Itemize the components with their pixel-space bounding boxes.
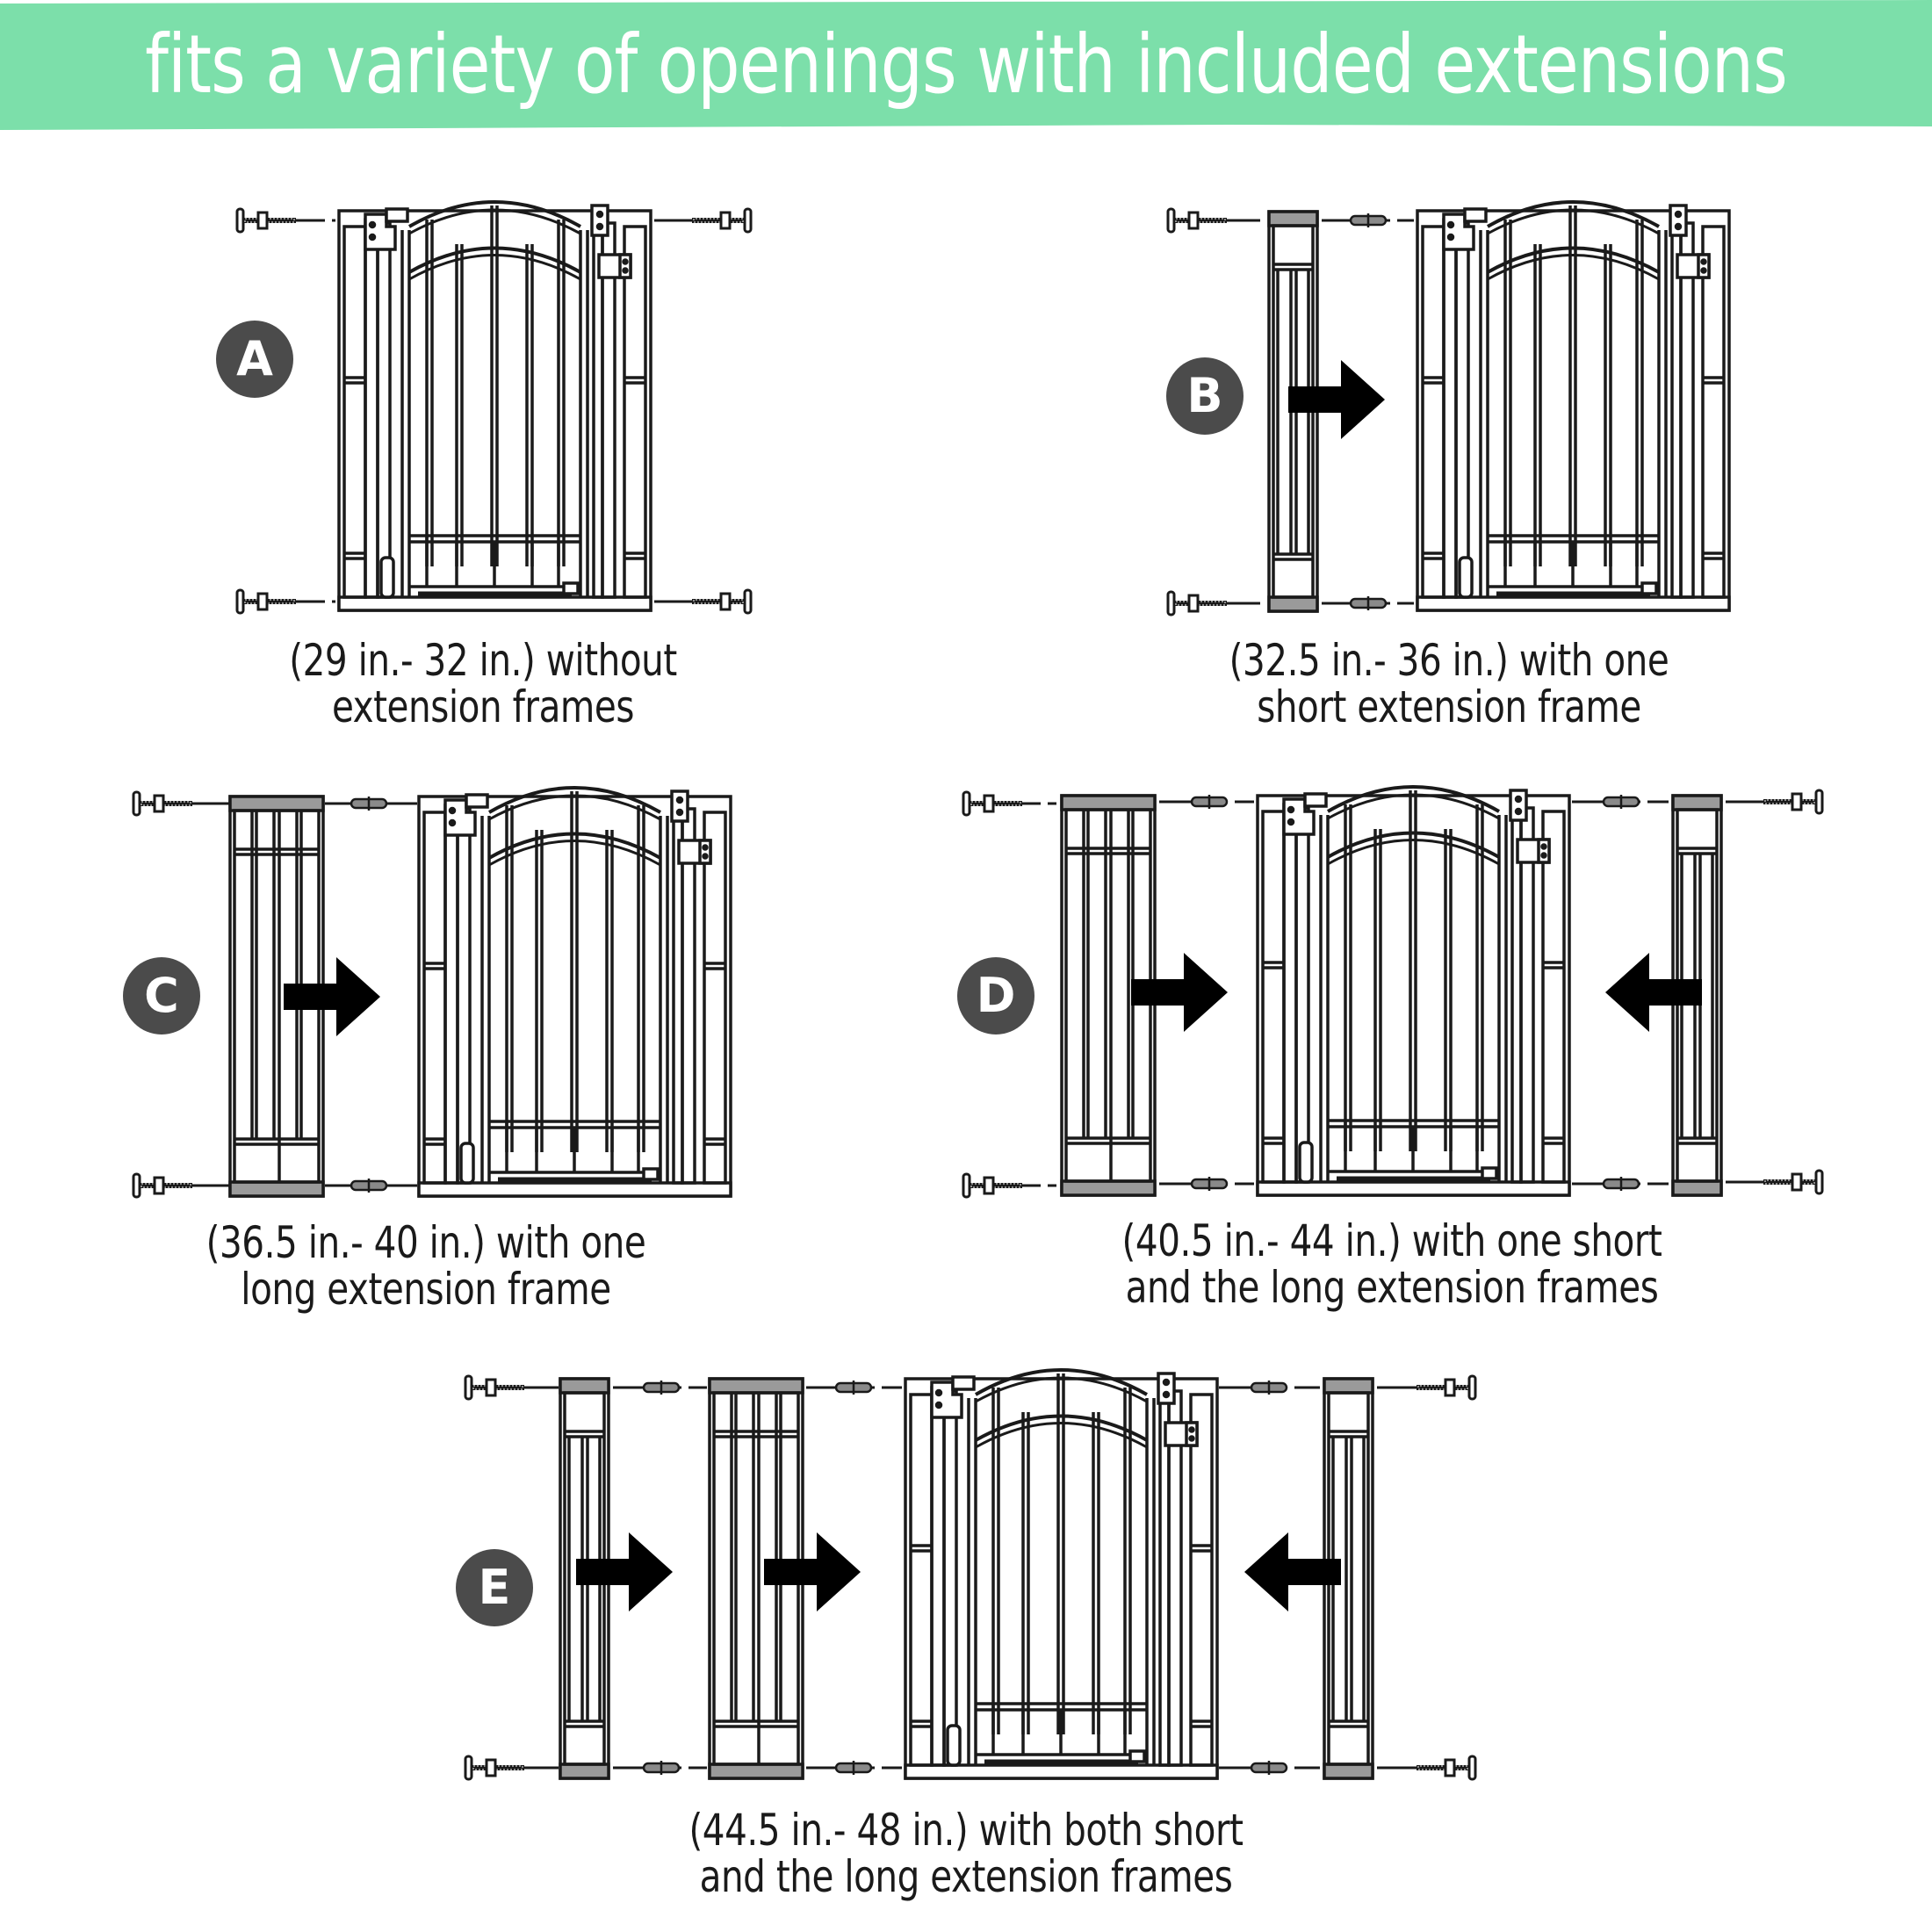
- bolt-icon: [1415, 1755, 1477, 1781]
- header-banner: fits a variety of openings with included…: [0, 0, 1932, 130]
- caption-e-line2: and the long extension frames: [699, 1851, 1233, 1902]
- bolt-icon: [1762, 1169, 1824, 1195]
- connector-pin-icon: [642, 1759, 681, 1777]
- badge-e: E: [456, 1549, 533, 1626]
- badge-b: B: [1166, 357, 1244, 435]
- caption-c-line1: (36.5 in.- 40 in.) with one: [205, 1217, 646, 1268]
- badge-d: D: [957, 957, 1034, 1034]
- bolt-icon: [1166, 207, 1229, 234]
- connector-pin-icon: [1349, 595, 1388, 612]
- config-d-diagram: [962, 787, 1824, 1199]
- config-e-diagram: [464, 1370, 1477, 1781]
- header-title: fits a variety of openings with included…: [145, 18, 1788, 112]
- caption-b: (32.5 in.- 36 in.) with one short extens…: [1172, 638, 1726, 731]
- connector-pin-icon: [1602, 1175, 1640, 1193]
- bolt-icon: [464, 1374, 526, 1401]
- caption-d-line2: and the long extension frames: [1125, 1262, 1659, 1313]
- connector-pin-icon: [1250, 1379, 1288, 1396]
- badge-c: C: [123, 957, 200, 1034]
- connector-pin-icon: [1190, 793, 1229, 811]
- bolt-icon: [690, 207, 753, 234]
- bolt-icon: [1166, 590, 1229, 616]
- bolt-icon: [1762, 789, 1824, 815]
- bolt-icon: [690, 588, 753, 615]
- caption-d-line1: (40.5 in.- 44 in.) with one short: [1121, 1215, 1662, 1266]
- caption-e: (44.5 in.- 48 in.) with both short and t…: [650, 1807, 1282, 1900]
- config-b-diagram: [1166, 202, 1729, 616]
- connector-pin-icon: [1602, 793, 1640, 811]
- caption-a-line1: (29 in.- 32 in.) without: [289, 635, 677, 686]
- gate-frame-icon: [339, 202, 651, 610]
- caption-d: (40.5 in.- 44 in.) with one short and th…: [1076, 1218, 1708, 1311]
- bolt-icon: [962, 1172, 1024, 1199]
- connector-pin-icon: [350, 1177, 388, 1194]
- bolt-icon: [132, 790, 194, 817]
- gate-frame-icon: [1258, 787, 1569, 1195]
- connector-pin-icon: [834, 1759, 873, 1777]
- caption-b-line1: (32.5 in.- 36 in.) with one: [1229, 635, 1669, 686]
- bolt-icon: [235, 207, 298, 234]
- connector-pin-icon: [642, 1379, 681, 1396]
- gate-frame-icon: [1417, 202, 1729, 610]
- badge-a: A: [216, 321, 293, 398]
- connector-pin-icon: [1190, 1175, 1229, 1193]
- config-c-diagram: [132, 788, 731, 1199]
- bolt-icon: [235, 588, 298, 615]
- bolt-icon: [132, 1172, 194, 1199]
- bolt-icon: [464, 1755, 526, 1781]
- caption-b-line2: short extension frame: [1257, 681, 1641, 732]
- caption-a: (29 in.- 32 in.) without extension frame…: [206, 638, 760, 731]
- caption-c: (36.5 in.- 40 in.) with one long extensi…: [149, 1220, 703, 1313]
- bolt-icon: [962, 790, 1024, 817]
- connector-pin-icon: [350, 795, 388, 812]
- connector-pin-icon: [834, 1379, 873, 1396]
- caption-a-line2: extension frames: [331, 681, 635, 732]
- caption-e-line1: (44.5 in.- 48 in.) with both short: [688, 1805, 1244, 1856]
- caption-c-line2: long extension frame: [241, 1264, 611, 1315]
- gate-frame-icon: [905, 1370, 1217, 1778]
- bolt-icon: [1415, 1374, 1477, 1401]
- connector-pin-icon: [1250, 1759, 1288, 1777]
- connector-pin-icon: [1349, 212, 1388, 229]
- gate-frame-icon: [419, 788, 731, 1196]
- config-a-diagram: [235, 202, 753, 615]
